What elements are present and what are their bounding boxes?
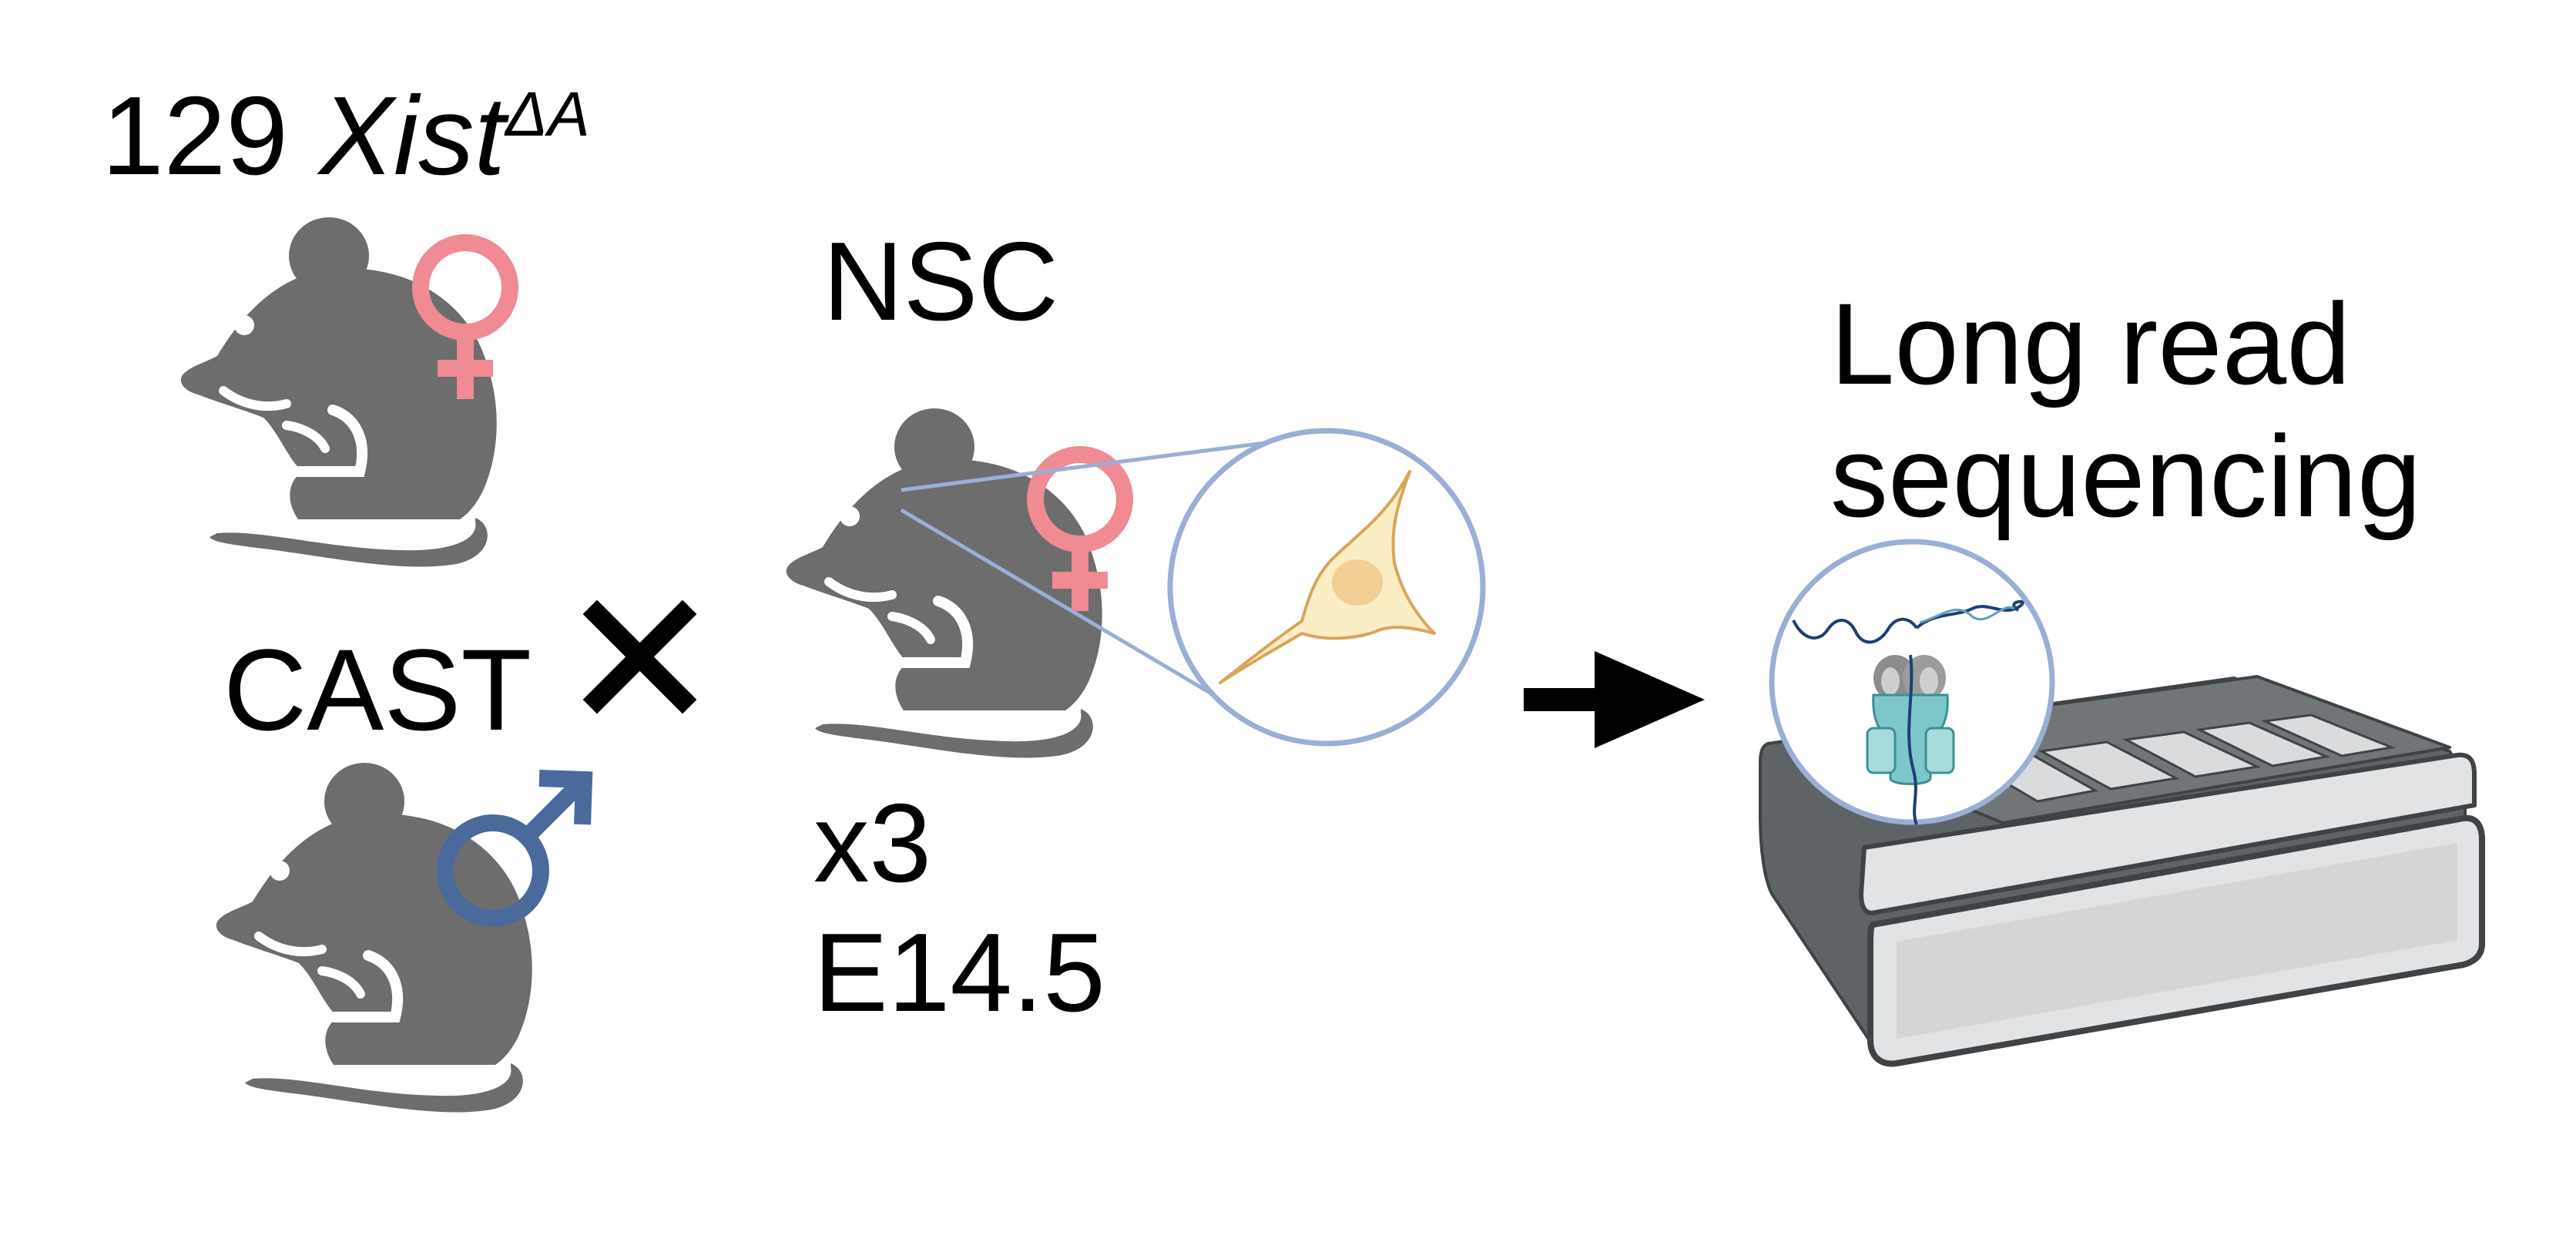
arrow-right-icon xyxy=(1524,651,1705,748)
method-label-line2: sequencing xyxy=(1830,411,2422,541)
stage-label: E14.5 xyxy=(813,910,1105,1035)
nanopore-zoom-circle xyxy=(1769,539,2055,825)
offspring-label: NSC xyxy=(823,219,1059,344)
nanopore-protein-icon xyxy=(1792,599,2024,825)
male-parent-mouse xyxy=(216,763,532,1113)
male-symbol-icon xyxy=(437,770,593,927)
gene-name: Xist xyxy=(319,73,505,198)
female-symbol-icon xyxy=(1027,446,1133,611)
zoom-lines xyxy=(900,437,1295,727)
allele-superscript: ΔA xyxy=(505,79,590,149)
replicates-label: x3 xyxy=(813,781,932,905)
offspring-mouse xyxy=(786,408,1102,758)
method-label-line1: Long read xyxy=(1830,279,2351,408)
female-parent-label: 129 XistΔA xyxy=(102,80,590,192)
cross-icon xyxy=(582,599,697,714)
male-parent-label: CAST xyxy=(223,625,532,754)
flowcell-slots xyxy=(1968,713,2397,803)
female-parent-mouse xyxy=(180,217,497,567)
neural-stem-cell-icon xyxy=(1219,470,1436,684)
method-label: Long read sequencing xyxy=(1830,277,2421,542)
strain-name: 129 xyxy=(102,73,288,198)
cell-zoom-circle xyxy=(1167,428,1486,747)
female-symbol-icon xyxy=(412,234,518,399)
